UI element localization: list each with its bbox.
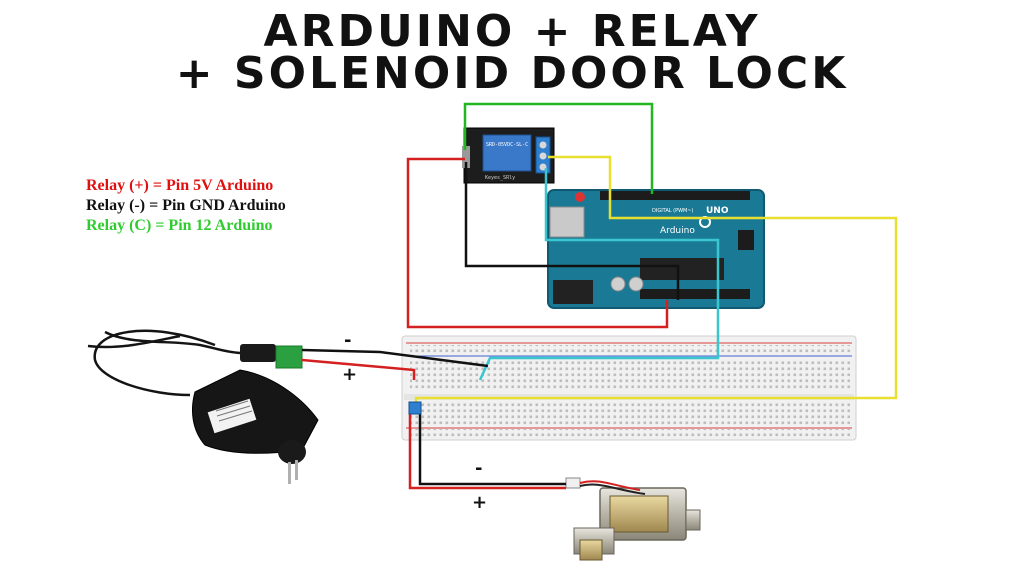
relay-model-text: SRD-05VDC-SL-C bbox=[486, 142, 528, 148]
wire-red-5v bbox=[406, 157, 669, 329]
adapter-plus-sign: + bbox=[342, 364, 358, 385]
wire-yellow-relay-no bbox=[414, 155, 898, 410]
arduino-uno-text: UNO bbox=[706, 206, 729, 216]
wire-lock-minus bbox=[418, 410, 566, 486]
wire-adapter-minus bbox=[301, 348, 489, 368]
wire-lock-plus bbox=[408, 410, 566, 490]
legend-relay-minus: Relay (-) = Pin GND Arduino bbox=[86, 197, 286, 214]
arduino-digital-text: DIGITAL (PWM~) bbox=[652, 208, 694, 214]
lock-terminal-block bbox=[408, 401, 422, 415]
reset-button bbox=[575, 192, 585, 202]
diagram-title-line2: + SOLENOID DOOR LOCK bbox=[175, 48, 849, 99]
lock-minus-sign: - bbox=[475, 458, 483, 479]
wire-black-gnd bbox=[464, 162, 680, 300]
wire-green-signal bbox=[463, 102, 654, 194]
adapter-minus-sign: - bbox=[344, 330, 352, 351]
lock-plus-sign: + bbox=[472, 492, 488, 513]
relay-brand-text: Keyes_SRly bbox=[485, 175, 515, 181]
breadboard bbox=[401, 335, 857, 441]
arduino-brand-text: Arduino bbox=[660, 226, 695, 236]
wire-adapter-plus bbox=[301, 358, 416, 380]
solenoid-door-lock bbox=[565, 477, 701, 561]
legend-relay-plus: Relay (+) = Pin 5V Arduino bbox=[86, 177, 274, 194]
arduino-uno-board: Arduino UNO DIGITAL (PWM~) bbox=[547, 189, 765, 309]
legend-relay-signal: Relay (C) = Pin 12 Arduino bbox=[86, 217, 273, 234]
wire-cyan-relay-com bbox=[478, 168, 720, 381]
power-adapter bbox=[87, 329, 319, 484]
relay-module: SRD-05VDC-SL-C Keyes_SRly bbox=[462, 127, 555, 184]
diagram-title-line1: ARDUINO + RELAY bbox=[263, 6, 761, 57]
